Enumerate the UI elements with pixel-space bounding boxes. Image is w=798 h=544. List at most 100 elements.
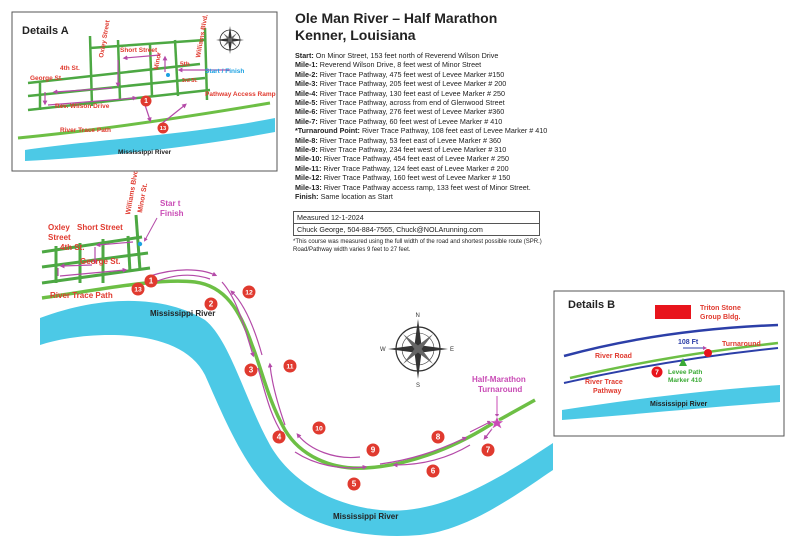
svg-text:S: S bbox=[416, 383, 420, 389]
river-road bbox=[563, 323, 779, 358]
levee-marker-icon bbox=[679, 358, 687, 366]
route-arrows bbox=[57, 241, 496, 470]
details-b-title: Details B bbox=[568, 299, 615, 311]
triton-building bbox=[655, 305, 691, 319]
mile-entry: Mile-9: River Trace Pathway, 234 feet we… bbox=[295, 145, 507, 155]
mississippi-river bbox=[40, 300, 553, 536]
svg-text:4: 4 bbox=[277, 432, 282, 441]
detail-a-george: George St. bbox=[30, 75, 63, 82]
measurement-box: Measured 12-1-2024 Chuck George, 504-884… bbox=[293, 211, 540, 236]
mile-entry: Mile-11: River Trace Pathway, 124 feet e… bbox=[295, 163, 509, 173]
mile-entry: Mile-12: River Trace Pathway, 160 feet w… bbox=[295, 173, 511, 183]
detail-a-third: 3rd St. bbox=[182, 78, 198, 84]
mile-entry: Mile-7: River Trace Pathway, 60 feet wes… bbox=[295, 116, 503, 126]
svg-text:10: 10 bbox=[315, 425, 323, 432]
river-lower-label: Mississippi River bbox=[333, 512, 398, 521]
mile-entry: *Turnaround Point: River Trace Pathway, … bbox=[295, 126, 548, 136]
detail-a-trace: River Trace Path bbox=[60, 127, 111, 134]
svg-text:7: 7 bbox=[655, 370, 659, 377]
svg-text:N: N bbox=[416, 313, 420, 319]
mile-marker-12: 12 bbox=[242, 285, 256, 299]
svg-text:8: 8 bbox=[436, 432, 441, 441]
svg-text:1: 1 bbox=[149, 276, 154, 285]
svg-text:W: W bbox=[380, 347, 386, 353]
fourth-street-label: 4th St. bbox=[60, 243, 84, 252]
mile-description-list: Start: On Minor Street, 153 feet north o… bbox=[295, 51, 595, 202]
levee-label-2: Marker 410 bbox=[668, 377, 702, 384]
distance-label: 108 Ft bbox=[678, 339, 699, 346]
detail-a-start-finish: Start / Finish bbox=[205, 68, 244, 75]
mile-entry: Mile-1: Reverend Wilson Drive, 8 feet we… bbox=[295, 60, 482, 70]
details-b-river bbox=[562, 385, 780, 420]
turnaround-label-1: Half-Marathon bbox=[472, 375, 526, 384]
mile-entry: Mile-3: River Trace Pathway, 205 feet we… bbox=[295, 79, 507, 89]
mile-marker-13: 13 bbox=[157, 122, 169, 134]
svg-text:11: 11 bbox=[286, 363, 293, 370]
mile-marker-3: 3 bbox=[244, 363, 258, 377]
turnaround-label-2: Turnaround bbox=[478, 385, 522, 394]
start-label: Star t bbox=[160, 199, 181, 208]
detail-a-fifth: 5th bbox=[180, 61, 190, 68]
george-street-label: George St. bbox=[80, 257, 120, 266]
minor-label: Minor St. bbox=[137, 183, 149, 214]
mile-entry: Mile-2: River Trace Pathway, 475 feet we… bbox=[295, 69, 505, 79]
mile-entry: Mile-6: River Trace Pathway, 276 feet we… bbox=[295, 107, 505, 117]
mile-marker-7: 7 bbox=[481, 443, 495, 457]
measured-contact: Chuck George, 504-884-7565, Chuck@NOLAru… bbox=[294, 223, 539, 235]
turnaround-star-icon bbox=[489, 415, 505, 430]
details-a-title: Details A bbox=[22, 25, 69, 37]
mile-marker-2: 2 bbox=[204, 297, 218, 311]
start-marker bbox=[137, 241, 143, 247]
mile-entry: Mile-13: River Trace Pathway access ramp… bbox=[295, 182, 531, 192]
mile-marker-13: 13 bbox=[131, 282, 145, 296]
mile-marker-11: 11 bbox=[283, 359, 297, 373]
short-street-label: Short Street bbox=[77, 223, 123, 232]
mile-marker-5: 5 bbox=[347, 477, 361, 491]
mile-marker-4: 4 bbox=[272, 430, 286, 444]
details-b-mile-7: 7 bbox=[651, 366, 663, 378]
details-a-mile-markers: 1 13 bbox=[140, 95, 169, 134]
mile-marker-8: 8 bbox=[431, 430, 445, 444]
svg-text:13: 13 bbox=[134, 286, 142, 293]
course-title: Ole Man River – Half Marathon Kenner, Lo… bbox=[295, 10, 497, 44]
river-road-label: River Road bbox=[595, 353, 632, 360]
svg-text:13: 13 bbox=[160, 126, 166, 132]
levee-label-1: Levee Path bbox=[668, 369, 702, 376]
svg-text:2: 2 bbox=[209, 299, 214, 308]
mile-entry: Finish: Same location as Start bbox=[295, 192, 393, 202]
trace-label-2: Pathway bbox=[593, 388, 622, 395]
finish-label: Finish bbox=[160, 209, 184, 218]
svg-text:E: E bbox=[450, 347, 454, 353]
detail-a-minor: Minor bbox=[153, 51, 163, 70]
mile-marker-6: 6 bbox=[426, 464, 440, 478]
trace-path-label: River Trace Path bbox=[50, 291, 113, 300]
building-label-2: Group Bldg. bbox=[700, 314, 740, 321]
svg-text:1: 1 bbox=[144, 98, 148, 105]
mile-marker-9: 9 bbox=[366, 443, 380, 457]
mile-entry: Mile-4: River Trace Pathway, 130 feet ea… bbox=[295, 88, 506, 98]
mile-marker-10: 10 bbox=[312, 421, 326, 435]
svg-text:12: 12 bbox=[245, 289, 253, 296]
building-label-1: Triton Stone bbox=[700, 305, 741, 312]
measured-date: Measured 12-1-2024 bbox=[297, 213, 364, 222]
svg-text:7: 7 bbox=[486, 445, 491, 454]
course-note: *This course was measured using the full… bbox=[293, 239, 542, 253]
detail-a-wilson: Rev. Wilson Drive bbox=[55, 103, 110, 110]
river-upper-label: Mississippi River bbox=[150, 309, 215, 318]
details-a-compass-icon bbox=[216, 26, 244, 54]
details-a-river bbox=[25, 118, 275, 161]
svg-text:9: 9 bbox=[371, 445, 376, 454]
detail-a-fourth: 4th St. bbox=[60, 65, 80, 72]
mile-marker-1: 1 bbox=[144, 274, 158, 288]
mile-marker-1: 1 bbox=[140, 95, 152, 107]
svg-text:6: 6 bbox=[431, 466, 436, 475]
detail-a-river-label: Mississippi River bbox=[118, 149, 172, 156]
title-line-1: Ole Man River – Half Marathon bbox=[295, 10, 498, 26]
detail-a-ramp: Pathway Access Ramp bbox=[205, 91, 276, 98]
turnaround-label-b: Turnaround bbox=[722, 341, 761, 348]
compass-rose-icon: N S E W bbox=[380, 313, 454, 389]
mile-entry: Mile-8: River Trace Pathway, 53 feet eas… bbox=[295, 135, 502, 145]
mile-entry: Start: On Minor Street, 153 feet north o… bbox=[295, 51, 499, 60]
